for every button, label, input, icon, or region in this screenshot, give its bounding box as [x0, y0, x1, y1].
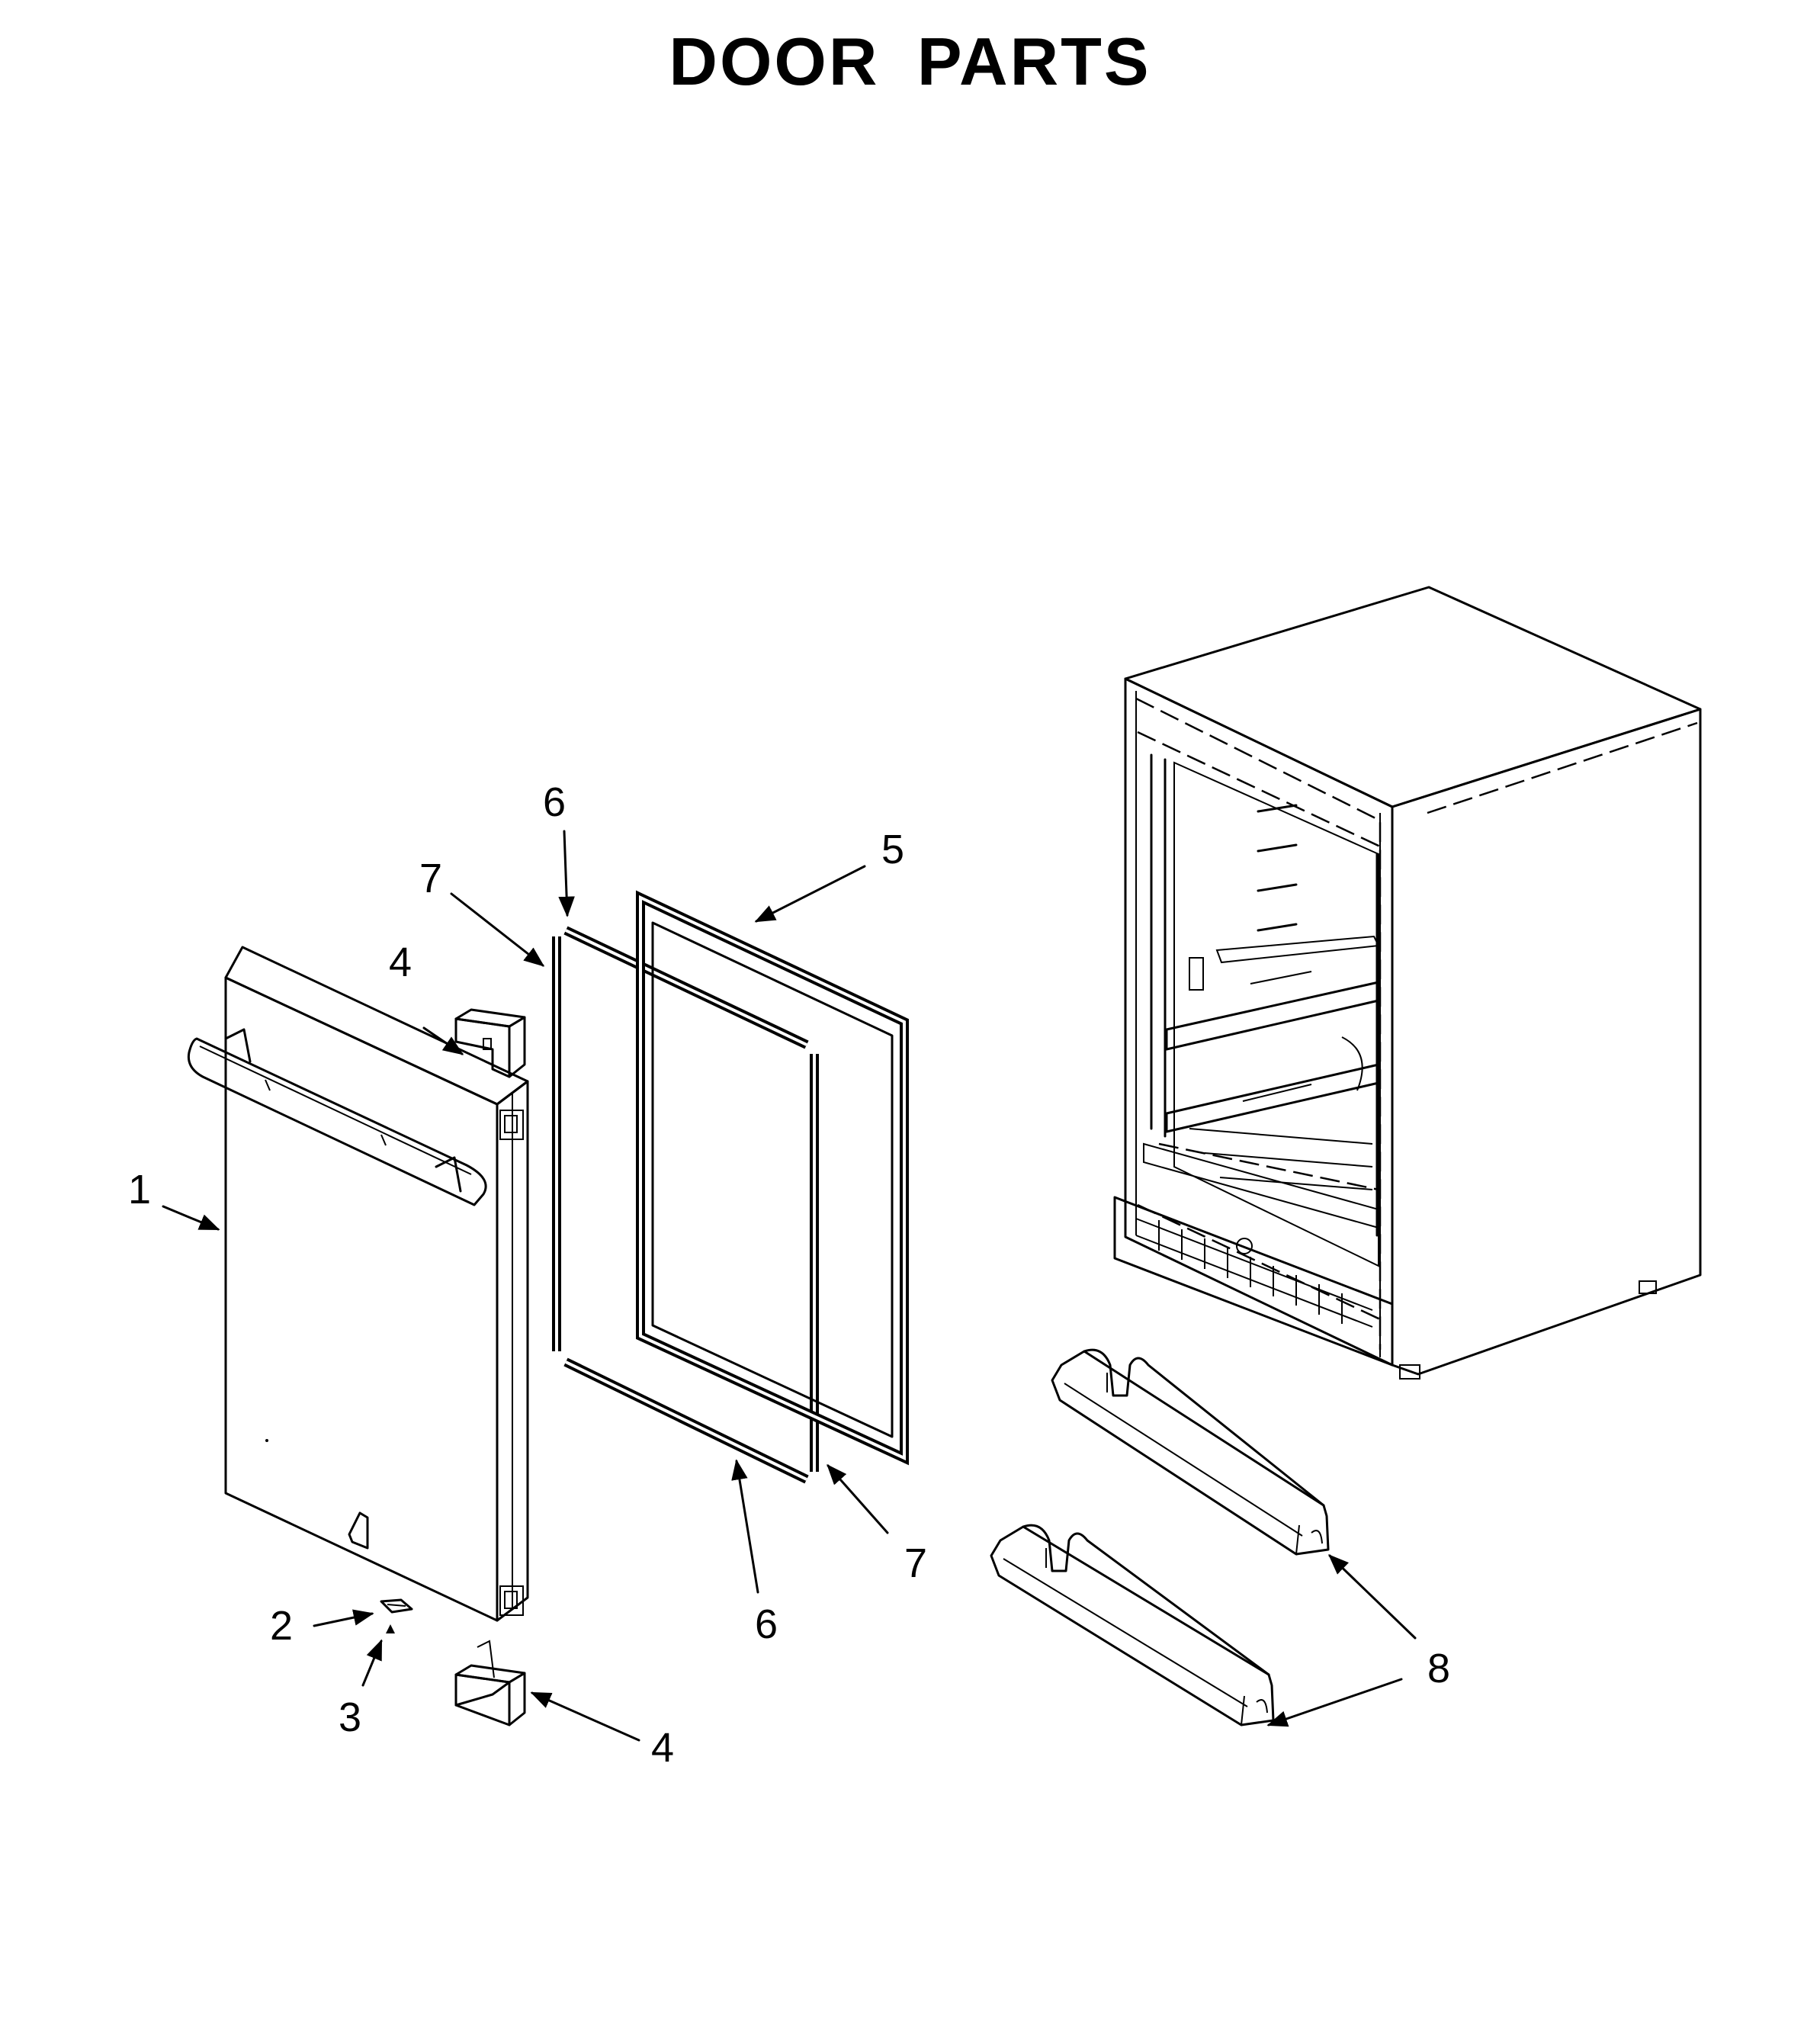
arrow-8a [1328, 1554, 1417, 1640]
callout-4-bottom: 4 [651, 1725, 674, 1771]
door-handle-icon [187, 1028, 487, 1206]
arrow-2 [313, 1609, 374, 1627]
hinge-cover-top-icon [454, 1008, 526, 1078]
leader-arrows [162, 830, 1417, 1742]
page-title: DOOR PARTS [669, 24, 1151, 99]
callout-5: 5 [881, 827, 904, 872]
door-panel-icon [187, 946, 529, 1622]
arrow-1 [162, 1205, 220, 1231]
door-bin-upper-icon [1051, 1348, 1330, 1556]
arrow-3 [361, 1639, 383, 1687]
arrow-7a [450, 892, 545, 967]
callout-3: 3 [339, 1694, 361, 1740]
arrow-7b [827, 1463, 889, 1534]
refrigerator-cabinet-icon [1113, 586, 1702, 1380]
hinge-pin-icon [380, 1598, 413, 1614]
callout-8: 8 [1427, 1646, 1450, 1691]
callout-7-top: 7 [419, 856, 442, 901]
screw-icon [386, 1624, 395, 1633]
arrow-6b [731, 1459, 759, 1594]
arrow-8b [1266, 1678, 1403, 1727]
door-gasket-icon [636, 890, 909, 1466]
callout-4-top: 4 [389, 940, 412, 985]
callout-7-bottom: 7 [904, 1540, 927, 1586]
door-bin-lower-icon [990, 1524, 1275, 1726]
arrow-6a [558, 830, 575, 917]
callout-2: 2 [270, 1603, 293, 1649]
callout-6-top: 6 [543, 779, 566, 825]
hinge-cover-bottom-icon [454, 1640, 526, 1726]
callout-1: 1 [128, 1167, 151, 1213]
arrow-4b [530, 1691, 640, 1742]
gasket-strips-icon [552, 926, 819, 1484]
callout-6-bottom: 6 [755, 1601, 778, 1647]
arrow-4a [422, 1026, 464, 1055]
arrow-5 [754, 865, 866, 923]
